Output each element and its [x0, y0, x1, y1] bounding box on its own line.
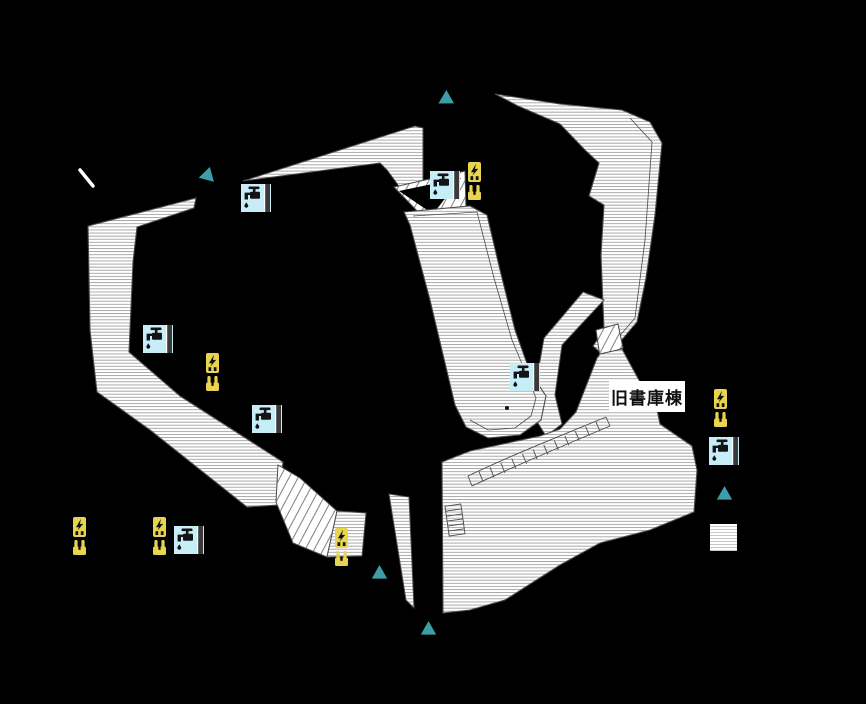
- lightning-bolt-icon: [471, 163, 479, 176]
- faucet-icon: [712, 439, 728, 461]
- power-plug-icon: [153, 517, 166, 555]
- legend-item-building-area: [710, 524, 737, 551]
- water-drop-icon: [146, 343, 151, 349]
- pipe-bar: [733, 437, 738, 465]
- plug-prongs-icon: [73, 540, 86, 555]
- triangle-icon: [716, 486, 733, 500]
- pipe-bar: [276, 405, 281, 433]
- pipe-bar: [167, 325, 172, 353]
- water-drop-icon: [712, 455, 717, 461]
- power-marker: [153, 517, 166, 555]
- faucet-icon: [255, 407, 271, 429]
- triangle-icon: [420, 621, 437, 635]
- faucet-icon: [433, 173, 449, 195]
- power-plug-icon: [206, 353, 219, 391]
- power-plug-icon: [468, 162, 481, 200]
- legend-item-entrance: [716, 485, 733, 501]
- pipe-bar: [454, 171, 459, 199]
- water-tap-icon: [174, 526, 204, 554]
- water-tap-marker: [252, 405, 282, 433]
- water-drop-icon: [244, 202, 249, 208]
- triangle-icon: [371, 565, 388, 579]
- lightning-bolt-icon: [76, 518, 84, 531]
- lightning-bolt-icon: [717, 390, 725, 403]
- water-drop-icon: [177, 544, 182, 550]
- plug-prongs-icon: [335, 551, 348, 566]
- annex-sliver-shape: [388, 493, 415, 610]
- water-drop-icon: [433, 189, 438, 195]
- water-tap-marker: [241, 184, 271, 212]
- water-tap-icon: [430, 171, 460, 199]
- triangle-marker: [436, 90, 455, 108]
- central-building-dot: [505, 406, 509, 410]
- power-marker: [335, 528, 348, 566]
- power-marker: [468, 162, 481, 200]
- plug-prongs-icon: [468, 185, 481, 200]
- west-stairs-shape: [275, 464, 338, 558]
- power-plug-icon: [714, 389, 727, 427]
- lightning-bolt-icon: [156, 518, 164, 531]
- water-tap-marker: [143, 325, 173, 353]
- wall-segment: [78, 168, 95, 188]
- northeast-stairs-shape: [595, 323, 624, 358]
- water-tap-icon: [143, 325, 173, 353]
- triangle-marker: [371, 564, 388, 580]
- water-tap-marker: [430, 171, 460, 199]
- triangle-icon: [198, 166, 214, 182]
- power-plug-icon: [73, 517, 86, 555]
- west-path-shape: [87, 197, 284, 508]
- steps-detail: [444, 503, 466, 537]
- plug-prongs-icon: [206, 376, 219, 391]
- connector-path-shape: [535, 291, 605, 437]
- water-drop-icon: [255, 423, 260, 429]
- northeast-building-shape: [494, 93, 663, 354]
- triangle-marker: [420, 620, 437, 636]
- old-stacks-building-shape: [441, 348, 698, 614]
- pipe-bar: [198, 526, 203, 554]
- building-label: 旧書庫棟: [609, 381, 685, 412]
- plug-prongs-icon: [714, 412, 727, 427]
- water-drop-icon: [513, 381, 518, 387]
- northeast-building-inner-line: [610, 117, 653, 347]
- water-tap-icon: [510, 363, 540, 391]
- pipe-bar: [265, 184, 270, 212]
- faucet-icon: [146, 327, 162, 349]
- plug-prongs-icon: [153, 540, 166, 555]
- faucet-icon: [177, 528, 193, 550]
- water-tap-marker: [510, 363, 540, 391]
- pipe-bar: [534, 363, 539, 391]
- triangle-icon: [438, 90, 455, 104]
- water-tap-icon: [252, 405, 282, 433]
- power-marker: [206, 353, 219, 391]
- faucet-icon: [244, 186, 260, 208]
- legend-item-power-supply: [714, 389, 727, 427]
- power-plug-icon: [335, 528, 348, 566]
- water-tap-icon: [241, 184, 271, 212]
- water-tap-marker: [174, 526, 204, 554]
- water-tap-icon: [709, 437, 739, 465]
- lightning-bolt-icon: [338, 529, 346, 542]
- faucet-icon: [513, 365, 529, 387]
- north-path-wedge-shape: [242, 125, 424, 194]
- triangle-marker: [197, 166, 214, 184]
- arcade-detail: [467, 416, 611, 487]
- lightning-bolt-icon: [209, 354, 217, 367]
- legend-item-water-supply: [709, 437, 739, 465]
- power-marker: [73, 517, 86, 555]
- building-area-swatch-icon: [710, 524, 737, 551]
- central-building-shape: [403, 205, 547, 439]
